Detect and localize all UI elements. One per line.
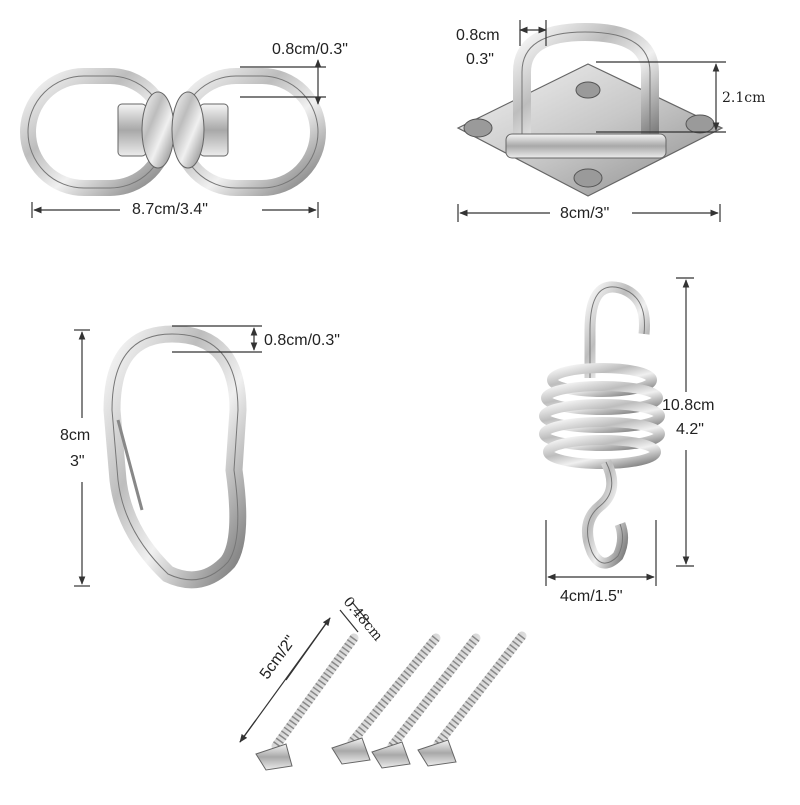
swivel-length-label: 8.7cm/3.4" <box>132 201 208 218</box>
carabiner-dimension-lines <box>74 325 262 587</box>
plate-height-label: 2.1cm <box>722 90 766 106</box>
plate-width-label: 8cm/3" <box>560 205 610 222</box>
swivel-eye <box>20 68 326 196</box>
carabiner-length-in-label: 3" <box>70 453 85 470</box>
swivel-dimension-lines <box>31 59 326 218</box>
spring-length-in-label: 4.2" <box>676 421 704 438</box>
screws <box>255 631 527 771</box>
spring-dimension-lines <box>545 277 694 586</box>
spring-width-label: 4cm/1.5" <box>560 588 623 605</box>
screw-2 <box>331 633 441 765</box>
screw-dimension-lines <box>239 601 371 743</box>
spring-length-cm-label: 10.8cm <box>662 397 715 414</box>
plate-dimension-lines <box>457 20 726 222</box>
ceiling-plate <box>456 22 724 197</box>
carabiner-length-cm-label: 8cm <box>60 427 91 444</box>
screw-3 <box>371 633 481 769</box>
screw-4 <box>417 631 527 767</box>
plate-thickness-cm-label: 0.8cm <box>456 27 500 44</box>
carabiner-thickness-label: 0.8cm/0.3" <box>264 332 340 349</box>
screw-1 <box>255 633 359 771</box>
spring-hook <box>539 281 665 569</box>
carabiner <box>103 325 247 589</box>
plate-thickness-in-label: 0.3" <box>466 51 494 68</box>
swivel-thickness-label: 0.8cm/0.3" <box>272 41 348 58</box>
